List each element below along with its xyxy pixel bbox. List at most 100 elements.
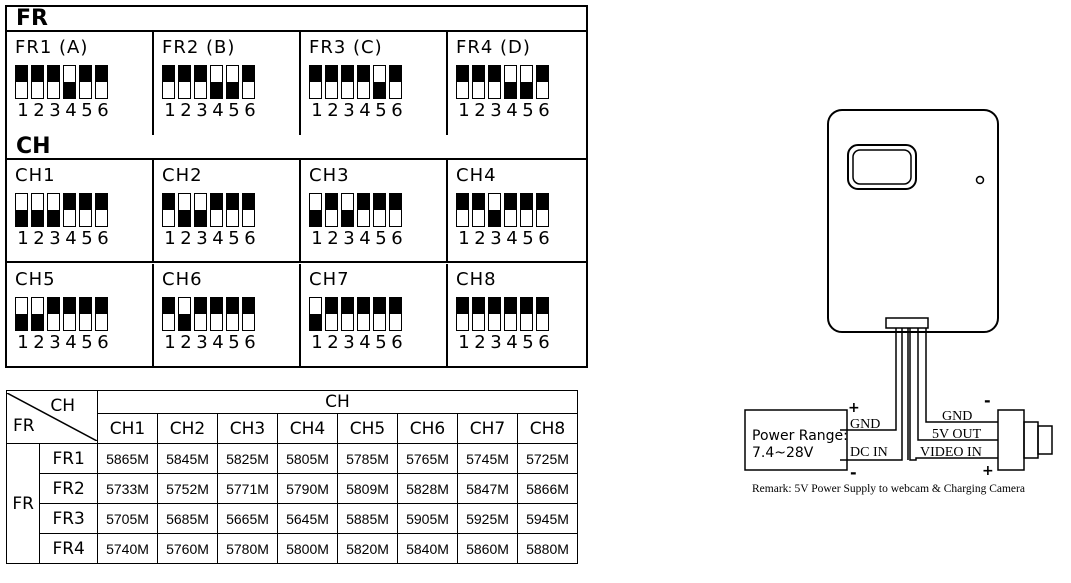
dip-switch <box>389 297 402 331</box>
dip-switch <box>194 297 207 331</box>
corner-fr-label: FR <box>13 416 35 436</box>
switch-number: 5 <box>375 228 387 249</box>
switch-number: 2 <box>33 100 45 121</box>
switch-number: 5 <box>522 332 534 353</box>
frequency-cell: 5752M <box>157 473 218 504</box>
switch-group-label: CH5 <box>15 269 56 290</box>
switch-number: 6 <box>391 100 403 121</box>
dip-switch <box>309 193 322 227</box>
switch-number: 5 <box>81 332 93 353</box>
dip-switch <box>472 65 485 99</box>
dip-switch <box>309 65 322 99</box>
dip-switch <box>504 193 517 227</box>
minus-right: - <box>984 391 991 410</box>
switch-number: 2 <box>180 332 192 353</box>
dip-switch-row <box>456 193 549 229</box>
switch-number: 2 <box>33 228 45 249</box>
channel-header: CH2 <box>157 413 218 444</box>
switch-number: 1 <box>164 228 176 249</box>
switch-number: 3 <box>490 100 502 121</box>
frequency-cell: 5645M <box>277 503 338 534</box>
frequency-cell: 5740M <box>97 533 158 564</box>
plus-left: + <box>848 400 860 416</box>
switch-number: 1 <box>458 332 470 353</box>
switch-number: 6 <box>97 332 109 353</box>
frequency-cell: 5828M <box>397 473 458 504</box>
switch-number: 3 <box>196 332 208 353</box>
switch-number: 5 <box>228 332 240 353</box>
fr-row-label: FR2 <box>39 473 98 504</box>
dip-switch <box>373 297 386 331</box>
frequency-cell: 5665M <box>217 503 278 534</box>
switch-number: 6 <box>244 332 256 353</box>
switch-group-label: CH7 <box>309 269 350 290</box>
dip-switch-row <box>309 65 402 101</box>
frequency-cell: 5760M <box>157 533 218 564</box>
dip-switch-row <box>162 65 255 101</box>
switch-group-label: CH6 <box>162 269 203 290</box>
switch-number: 3 <box>196 228 208 249</box>
dip-switch <box>15 65 28 99</box>
switch-group-label: FR3 (C) <box>309 37 383 58</box>
frequency-cell: 5820M <box>337 533 398 564</box>
dip-switch <box>456 65 469 99</box>
dip-switch <box>520 297 533 331</box>
switch-number: 5 <box>375 100 387 121</box>
switch-number: 4 <box>212 332 224 353</box>
remark-text: Remark: 5V Power Supply to webcam & Char… <box>752 483 1025 495</box>
receiver-body <box>827 109 999 333</box>
switch-number: 3 <box>49 332 61 353</box>
dip-switch <box>15 193 28 227</box>
dip-switch <box>63 193 76 227</box>
frequency-cell: 5825M <box>217 443 278 474</box>
dip-switch <box>162 193 175 227</box>
dip-switch-row <box>309 193 402 229</box>
dip-switch <box>472 297 485 331</box>
camera-connector <box>997 409 1025 471</box>
dip-switch-row <box>15 297 108 333</box>
switch-number: 4 <box>65 228 77 249</box>
fr-row-label: FR3 <box>39 503 98 534</box>
switch-number: 2 <box>474 332 486 353</box>
dip-switch <box>341 65 354 99</box>
dip-switch <box>472 193 485 227</box>
dip-switch <box>226 193 239 227</box>
switch-group-label: CH4 <box>456 165 497 186</box>
switch-number: 1 <box>458 228 470 249</box>
fr-row-label: FR1 <box>39 443 98 474</box>
dip-switch-row <box>162 193 255 229</box>
power-range-value: 7.4~28V <box>752 445 814 461</box>
frequency-cell: 5945M <box>517 503 578 534</box>
frequency-cell: 5885M <box>337 503 398 534</box>
channel-header: CH6 <box>397 413 458 444</box>
dip-switch <box>210 297 223 331</box>
frequency-cell: 5745M <box>457 443 518 474</box>
dc-in-label: DC IN <box>850 445 888 460</box>
receiver-window <box>847 144 917 190</box>
channel-header: CH7 <box>457 413 518 444</box>
frequency-cell: 5771M <box>217 473 278 504</box>
switch-number: 4 <box>506 228 518 249</box>
switch-number: 2 <box>327 228 339 249</box>
switch-number: 1 <box>17 332 29 353</box>
frequency-cell: 5725M <box>517 443 578 474</box>
dip-switch <box>31 297 44 331</box>
dip-switch <box>536 193 549 227</box>
switch-number: 4 <box>212 228 224 249</box>
frequency-cell: 5785M <box>337 443 398 474</box>
frequency-cell: 5800M <box>277 533 338 564</box>
dip-switch <box>357 193 370 227</box>
frequency-cell: 5790M <box>277 473 338 504</box>
switch-number: 3 <box>343 332 355 353</box>
